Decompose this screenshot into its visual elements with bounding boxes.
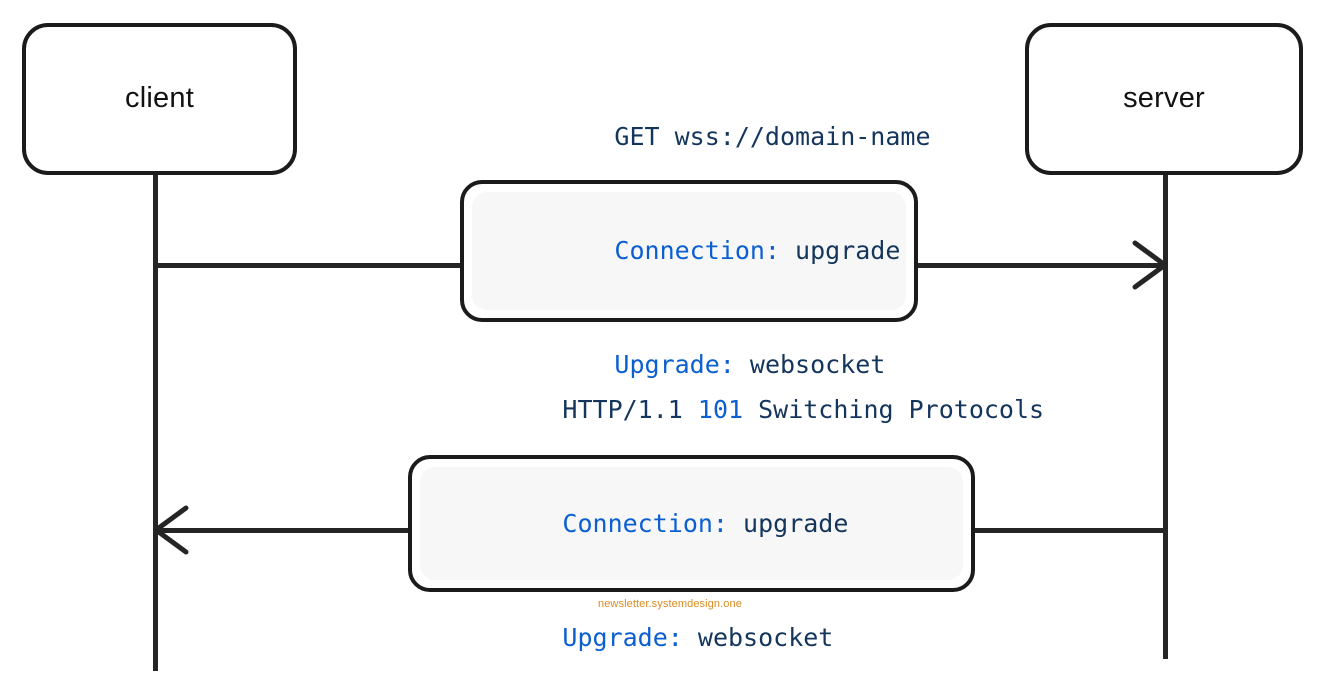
code-token-response-upgrade-key: Upgrade: — [562, 622, 683, 652]
code-token-response-protocol: HTTP/1.1 — [562, 394, 698, 424]
participant-box-client[interactable]: client — [22, 23, 297, 175]
code-line-request-3: Upgrade: websocket — [494, 308, 886, 422]
note-panel-request: GET wss://domain-name Connection: upgrad… — [472, 122, 931, 379]
arrowhead-left-upgrade-response — [153, 505, 189, 555]
lifeline-server — [1163, 175, 1168, 659]
note-panel-response: HTTP/1.1 101 Switching Protocols Connect… — [420, 395, 1044, 652]
code-line-request-2: Connection: upgrade — [494, 194, 900, 308]
participant-box-server[interactable]: server — [1025, 23, 1303, 175]
code-token-response-status-text: Switching Protocols — [743, 394, 1045, 424]
code-token-request-upgrade-value: websocket — [734, 350, 886, 379]
code-line-response-1: HTTP/1.1 101 Switching Protocols — [442, 353, 1044, 467]
note-response-headers[interactable]: HTTP/1.1 101 Switching Protocols Connect… — [408, 395, 1044, 652]
lifeline-client — [153, 175, 158, 671]
code-line-response-2: Connection: upgrade — [442, 467, 941, 581]
code-token-response-connection-key: Connection: — [562, 508, 728, 538]
code-line-request-1: GET wss://domain-name — [494, 80, 930, 194]
note-request-headers[interactable]: GET wss://domain-name Connection: upgrad… — [460, 122, 931, 379]
arrowhead-right-upgrade-request — [1132, 240, 1168, 290]
code-token-response-status-code: 101 — [697, 394, 744, 424]
code-token-request-upgrade-key: Upgrade: — [614, 350, 735, 379]
code-token-response-connection-value: upgrade — [728, 508, 849, 538]
code-line-response-3: Upgrade: websocket — [442, 581, 941, 691]
code-token-request-connection-value: upgrade — [780, 236, 901, 265]
code-token-response-upgrade-value: websocket — [682, 622, 834, 652]
participant-label-client: client — [125, 82, 194, 114]
participant-label-server: server — [1123, 82, 1205, 114]
watermark-label: newsletter.systemdesign.one — [598, 598, 742, 610]
code-token-request-method: GET wss://domain-name — [614, 122, 931, 151]
code-token-request-connection-key: Connection: — [614, 236, 780, 265]
